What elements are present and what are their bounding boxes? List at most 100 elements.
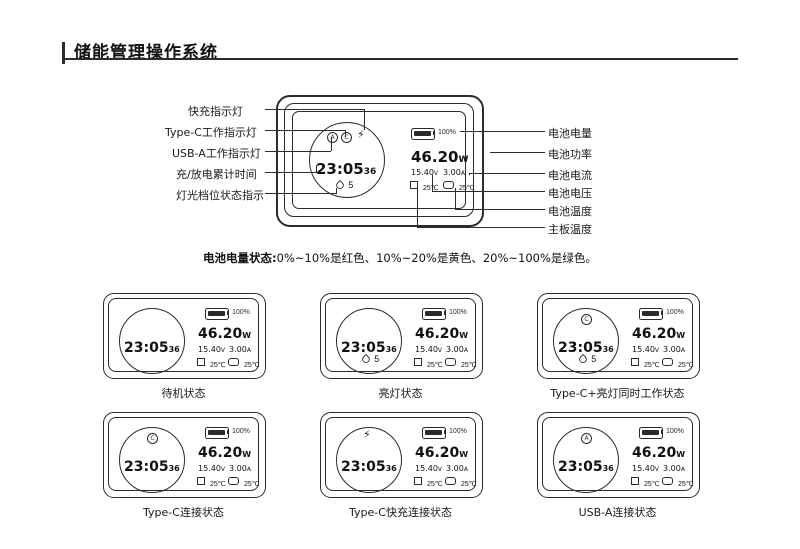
leader-right-5 [455,209,545,210]
leader-right-5-drop [455,188,456,209]
card-screen-bezel [108,417,259,491]
leader-right-3 [470,173,545,174]
state-card[interactable]: ⚡ 23:0536 100% 46.20W 15.40V 3.00A 25℃ 2… [320,412,483,498]
clock-dial [336,427,402,493]
card-screen-bezel [542,298,693,372]
board-temp-icon [631,358,639,366]
current-unit: A [463,466,468,473]
board-temp-value: 25℃ [422,185,439,192]
current-unit: A [246,466,251,473]
current-unit: A [680,466,685,473]
lamp-level-value: 5 [348,180,354,190]
clock-hours-minutes: 23:05 [316,160,364,178]
card-caption: Type-C连接状态 [143,506,224,519]
board-temp-icon [197,477,205,485]
battery-icon [205,427,229,439]
power-readout: 46.20W [415,445,468,461]
voltage-value: 15.40 [632,464,655,473]
voltage-readout: 15.40V [632,464,659,473]
callout-right-2: 电池功率 [548,148,592,161]
header-accent-bar [62,42,65,64]
board-temp-value: 25℃ [426,481,443,488]
note-text: 0%~10%是红色、10%~20%是黄色、20%~100%是绿色。 [276,251,597,265]
lamp-level-value: 5 [591,354,597,364]
clock-seconds: 36 [602,345,614,354]
callout-diagram: 23:0536 A C ⚡ 5 100% 46.20W 15.40V 3.00A… [0,80,800,240]
state-card[interactable]: A 23:0536 100% 46.20W 15.40V 3.00A 25℃ 2… [537,412,700,498]
power-value: 46.20 [632,326,677,342]
power-readout: 46.20W [632,445,685,461]
power-unit: W [458,155,469,165]
leader-right-2 [490,152,545,153]
battery-color-note: 电池电量状态:0%~10%是红色、10%~20%是黄色、20%~100%是绿色。 [0,250,800,266]
battery-temp-row: 25℃ [445,358,477,369]
voltage-unit: V [433,170,439,177]
board-temp-row: 25℃ [410,181,439,192]
battery-icon [639,308,663,320]
current-readout: 3.00A [229,345,251,354]
card-caption: Type-C+亮灯同时工作状态 [550,387,685,400]
leader-right-4 [432,191,545,192]
lamp-level-row: 5 [336,180,353,190]
voltage-value: 15.40 [415,345,438,354]
power-unit: W [676,450,686,459]
leader-left-4 [265,172,317,173]
device-screen-bezel [292,111,466,209]
board-temp-row: 25℃ [197,358,226,369]
callout-right-3: 电池电流 [548,169,592,182]
leader-left-3 [265,151,331,152]
card-caption: USB-A连接状态 [578,506,657,519]
battery-percent: 100% [232,428,250,435]
battery-temp-row: 25℃ [443,181,475,192]
board-temp-row: 25℃ [414,358,443,369]
typec-indicator-icon: C [147,433,158,444]
battery-temp-icon [445,358,456,366]
battery-temp-row: 25℃ [662,477,694,488]
current-unit: A [680,347,685,354]
battery-percent: 100% [449,428,467,435]
battery-fill [424,310,442,316]
leader-right-6 [417,227,545,228]
current-value: 3.00 [663,345,681,354]
voltage-unit: V [654,466,660,473]
state-card[interactable]: C 23:0536 5 100% 46.20W 15.40V 3.00A 25℃ [537,293,700,379]
note-prefix: 电池电量状态: [203,251,277,265]
battery-temp-value: 25℃ [460,481,477,488]
card-caption: 待机状态 [161,387,206,400]
battery-temp-row: 25℃ [445,477,477,488]
current-readout: 3.00A [229,464,251,473]
battery-icon [422,427,446,439]
battery-temp-value: 25℃ [460,362,477,369]
battery-fill [207,429,225,435]
voltage-value: 15.40 [198,464,221,473]
clock-dial [119,427,185,493]
power-readout: 46.20W [198,445,251,461]
board-temp-value: 25℃ [643,481,660,488]
state-card[interactable]: C 23:0536 100% 46.20W 15.40V 3.00A 25℃ 2… [103,412,266,498]
battery-temp-icon [662,358,673,366]
board-temp-row: 25℃ [414,477,443,488]
voltage-readout: 15.40V [198,464,225,473]
current-readout: 3.00A [663,345,685,354]
voltage-readout: 15.40V [198,345,225,354]
battery-percent: 100% [449,309,467,316]
power-unit: W [676,331,686,340]
leader-left-1 [265,109,365,110]
header-divider [62,58,738,60]
clock-dial [336,308,402,374]
clock-hours-minutes: 23:05 [558,340,603,356]
current-value: 3.00 [446,345,464,354]
callout-right-6: 主板温度 [548,223,592,236]
battery-temp-icon [443,181,454,189]
callout-left-1: 快充指示灯 [188,105,243,118]
power-unit: W [459,450,469,459]
typec-indicator-icon: C [341,132,352,143]
power-readout: 46.20W [411,148,468,166]
power-readout: 46.20W [198,326,251,342]
callout-left-3: USB-A工作指示灯 [172,147,261,160]
state-card[interactable]: 23:0536 5 100% 46.20W 15.40V 3.00A 25℃ 2… [320,293,483,379]
clock-readout: 23:0536 [124,340,180,356]
power-value: 46.20 [198,326,243,342]
board-temp-value: 25℃ [209,481,226,488]
state-card[interactable]: 23:0536 100% 46.20W 15.40V 3.00A 25℃ 25℃ [103,293,266,379]
